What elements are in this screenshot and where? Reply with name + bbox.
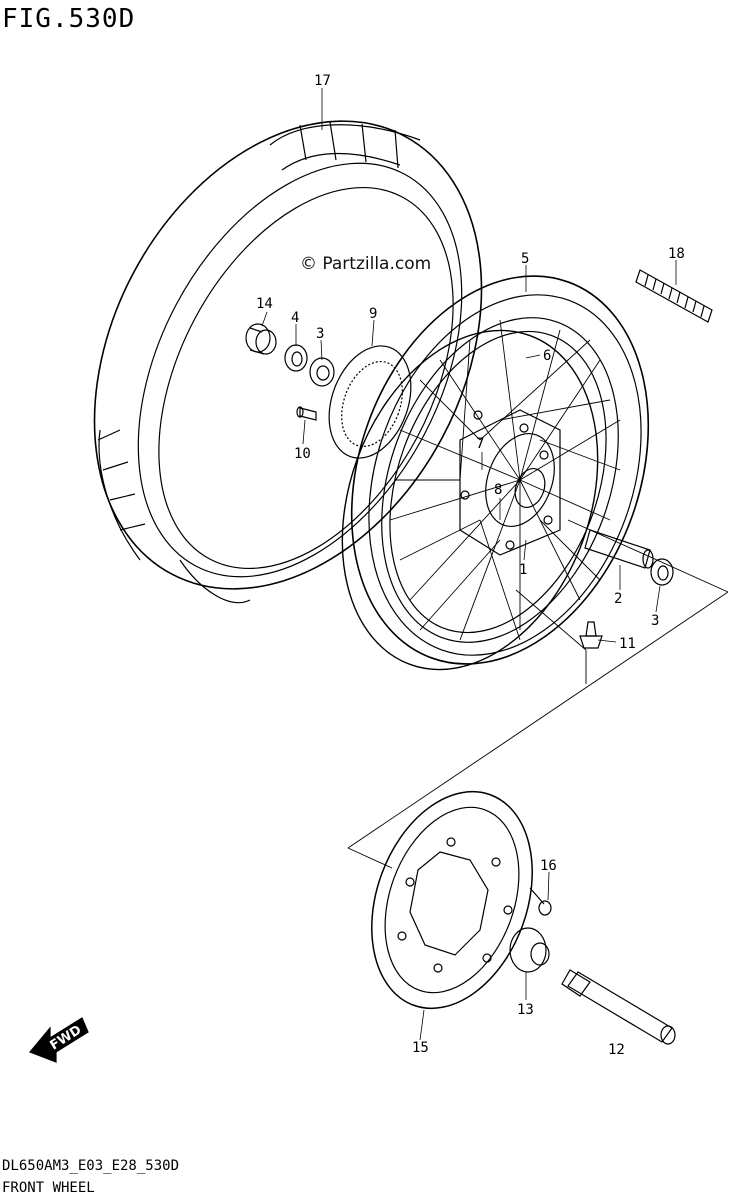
callout-18: 18 — [668, 246, 685, 262]
brake-disc — [371, 790, 533, 1010]
tire — [93, 120, 483, 604]
bolt-10 — [296, 406, 317, 421]
fwd-arrow — [29, 1017, 89, 1063]
callout-8: 8 — [494, 482, 502, 498]
callout-16: 16 — [540, 858, 557, 874]
callout-3-right: 3 — [651, 613, 659, 629]
callout-7: 7 — [476, 436, 484, 452]
callout-12: 12 — [608, 1042, 625, 1058]
bearing-3-right — [650, 558, 674, 586]
callout-9: 9 — [369, 306, 377, 322]
callout-10: 10 — [294, 446, 311, 462]
leader-lines — [261, 88, 677, 1041]
figure-title: FIG.530D — [2, 4, 136, 34]
callout-3-left: 3 — [316, 326, 324, 342]
spokes — [389, 319, 621, 641]
callout-14: 14 — [256, 296, 273, 312]
hub — [459, 409, 561, 556]
watermark-text: © Partzilla.com — [300, 254, 432, 274]
callout-11: 11 — [619, 636, 636, 652]
spacer-13 — [509, 927, 550, 973]
callout-2: 2 — [614, 591, 622, 607]
abs-sensor-ring — [328, 345, 412, 459]
bearing-3-left — [309, 357, 335, 387]
callout-13: 13 — [517, 1002, 534, 1018]
disc-screw — [529, 887, 552, 916]
callout-17: 17 — [314, 73, 331, 89]
dust-seal-4 — [284, 344, 308, 372]
callouts: 17 18 5 6 14 4 3 9 10 7 8 1 2 3 11 16 13… — [47, 73, 684, 1058]
rim — [341, 275, 650, 671]
axle-spacer — [584, 529, 654, 569]
valve — [579, 621, 603, 649]
callout-6: 6 — [543, 348, 551, 364]
callout-4: 4 — [291, 310, 299, 326]
callout-1: 1 — [519, 562, 527, 578]
spacer-14 — [245, 323, 277, 355]
balance-weight — [635, 269, 713, 323]
fwd-label: FWD — [47, 1023, 84, 1054]
assembly-lines — [347, 519, 729, 869]
figure-name: FRONT WHEEL — [2, 1180, 95, 1196]
callout-15: 15 — [412, 1040, 429, 1056]
callout-5: 5 — [521, 251, 529, 267]
figure-code: DL650AM3_E03_E28_530D — [2, 1158, 180, 1174]
front-axle — [561, 969, 676, 1045]
